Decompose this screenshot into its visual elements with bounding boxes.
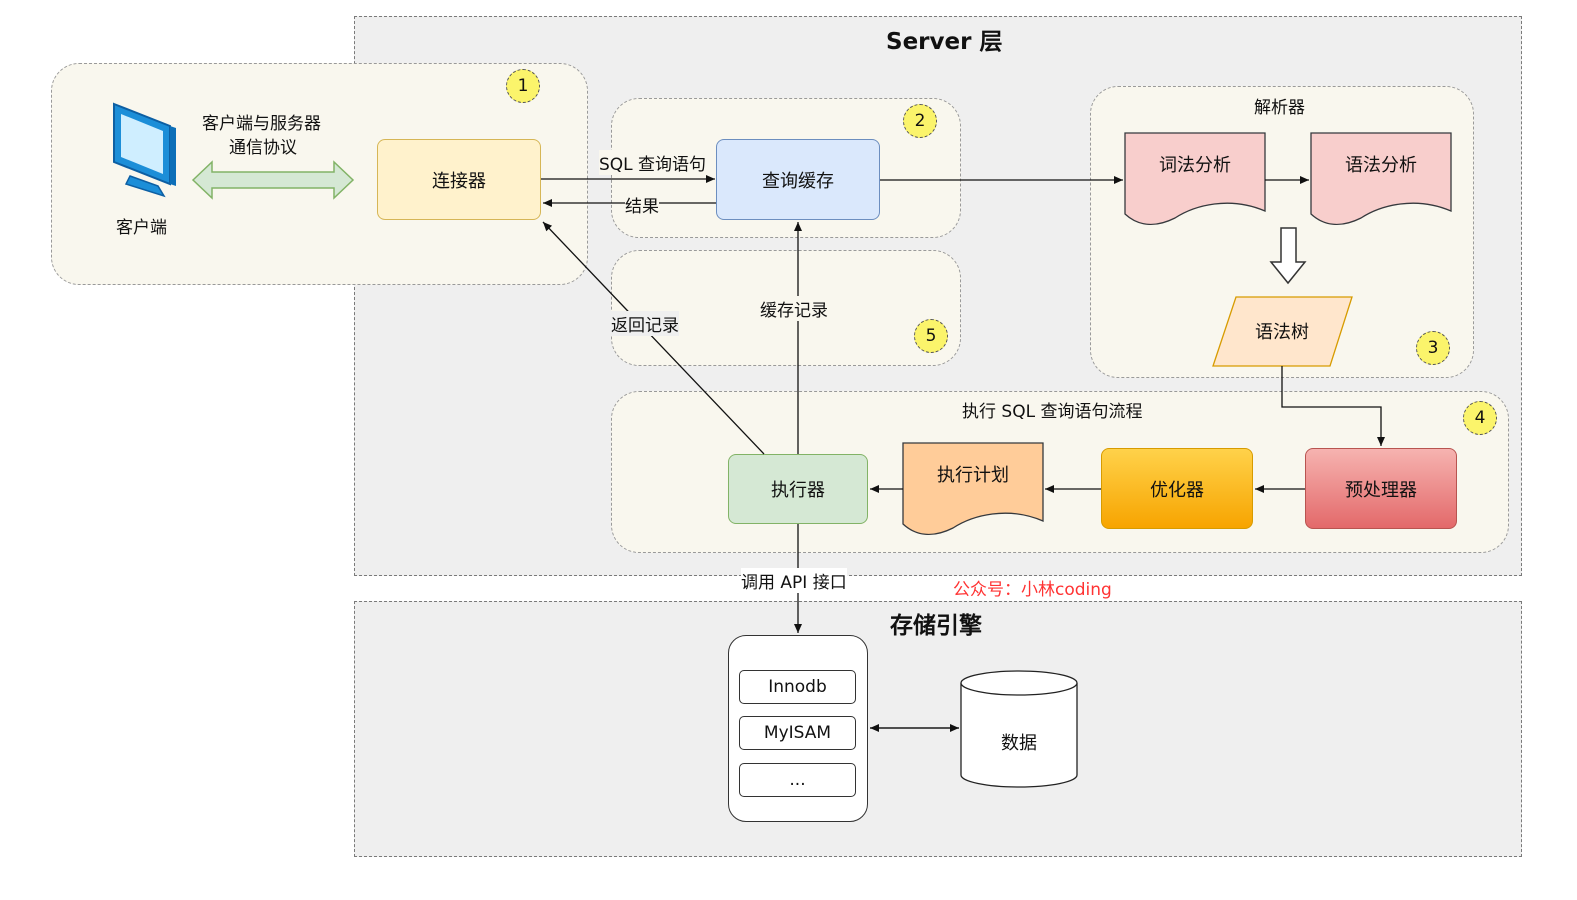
step-badge-3: 3 [1416,331,1450,365]
optimizer-node: 优化器 [1101,448,1253,529]
data-label: 数据 [1001,733,1037,754]
lexical-analysis-doc [1124,132,1266,225]
server-layer-title: Server 层 [886,29,1003,55]
client-label: 客户端 [116,218,167,238]
syntax-analysis-label: 语法分析 [1345,155,1417,176]
engine-myisam: MyISAM [739,716,856,750]
storage-engine-layer [354,601,1522,857]
edge-executor-to-connector [542,221,765,455]
step-badge-2: 2 [903,104,937,138]
edge-tree-to-preprocessor [1281,366,1385,446]
protocol-double-arrow [191,160,355,200]
syntax-tree-label: 语法树 [1255,322,1309,343]
watermark-text: 公众号：小林coding [953,580,1112,600]
step-badge-4: 4 [1463,401,1497,435]
engine-more: ... [739,763,856,797]
executor-node: 执行器 [728,454,868,524]
execution-plan-doc [902,442,1044,535]
syntax-analysis-doc [1310,132,1452,225]
protocol-label-line2: 通信协议 [229,138,297,158]
query-cache-node: 查询缓存 [716,139,880,220]
step-badge-1: 1 [506,69,540,103]
hollow-down-arrow [1269,227,1307,285]
syntax-tree-shape [1212,296,1353,367]
step-badge-5: 5 [914,319,948,353]
result-edge-label: 结果 [625,192,659,217]
lexical-analysis-label: 词法分析 [1159,155,1231,176]
call-api-edge-label: 调用 API 接口 [741,568,847,593]
sql-query-edge-label: SQL 查询语句 [599,150,707,175]
cache-records-edge-label: 缓存记录 [760,296,828,321]
engine-innodb: Innodb [739,670,856,704]
storage-layer-title: 存储引擎 [890,613,982,639]
protocol-label-line1: 客户端与服务器 [202,114,321,134]
preprocessor-node: 预处理器 [1305,448,1457,529]
parser-group-label: 解析器 [1254,98,1305,118]
data-cylinder [960,670,1078,788]
connector-node: 连接器 [377,139,541,220]
execution-plan-label: 执行计划 [937,465,1009,486]
computer-monitor-icon [113,102,176,198]
exec-group-label: 执行 SQL 查询语句流程 [962,402,1143,422]
return-records-edge-label: 返回记录 [611,311,679,336]
